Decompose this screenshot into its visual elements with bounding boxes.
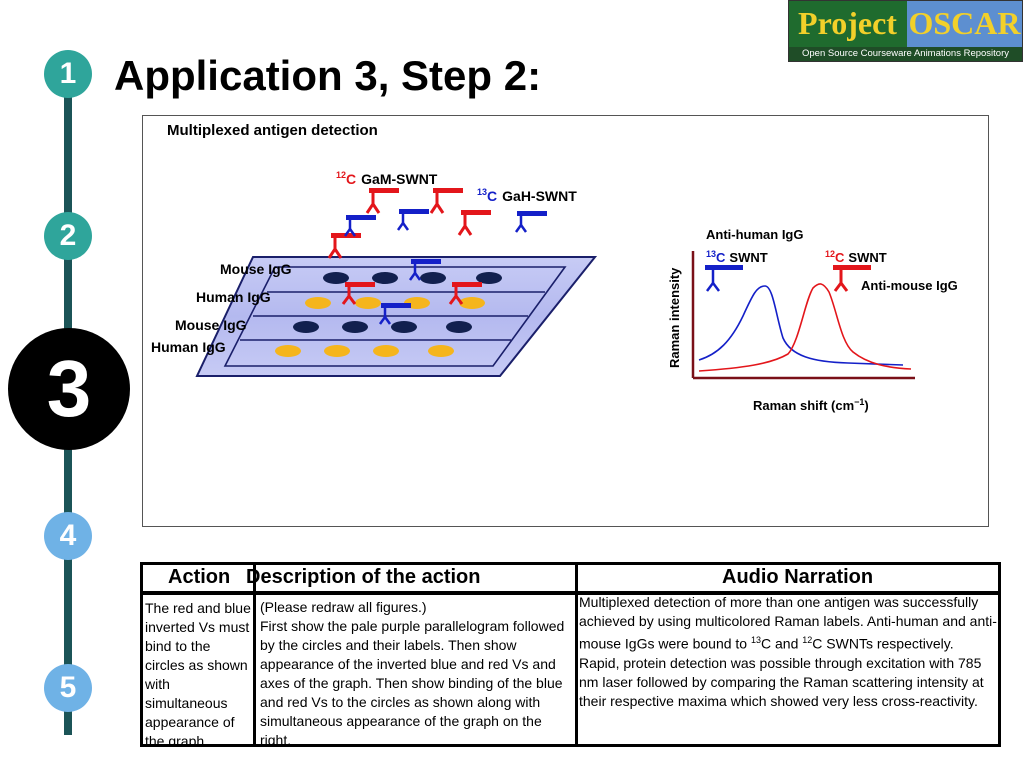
blue-antibody-icon[interactable] xyxy=(514,211,547,233)
row-label-mouse-igg: Mouse IgG xyxy=(175,317,247,333)
mouse-igg-dot xyxy=(342,321,368,333)
human-igg-dot xyxy=(459,297,485,309)
red-raman-curve xyxy=(698,283,912,372)
legend-blue-antibody-icon xyxy=(705,265,743,292)
mouse-igg-dot xyxy=(391,321,417,333)
human-igg-dot xyxy=(305,297,331,309)
blue-antibody-icon[interactable] xyxy=(343,215,376,237)
action-text: The red and blue inverted Vs must bind t… xyxy=(145,600,251,745)
red-antibody-icon[interactable] xyxy=(327,233,361,259)
mouse-igg-dot xyxy=(323,272,349,284)
row-label-human-igg: Human IgG xyxy=(196,289,271,305)
human-igg-dot xyxy=(373,345,399,357)
label-anti-human-igg: Anti-human IgG xyxy=(706,227,804,242)
human-igg-dot xyxy=(355,297,381,309)
mouse-igg-row-1 xyxy=(323,272,502,284)
bound-blue-antibody-icon xyxy=(378,303,411,325)
audio-narration-text: Multiplexed detection of more than one a… xyxy=(579,594,997,709)
human-igg-dot xyxy=(275,345,301,357)
diagram-frame: Multiplexed antigen detection xyxy=(142,115,989,527)
label-anti-mouse-igg: Anti-mouse IgG xyxy=(861,278,958,293)
step-5-marker[interactable]: 5 xyxy=(44,664,92,712)
header-description: Description of the action xyxy=(246,566,481,588)
blue-raman-curve xyxy=(698,285,904,366)
page-title: Application 3, Step 2: xyxy=(114,52,542,99)
description-text: First show the pale purple parallelogram… xyxy=(260,618,565,746)
graph-y-label: Raman intensity xyxy=(667,267,682,368)
bound-red-antibody-icon xyxy=(448,282,482,305)
bound-blue-antibody-icon xyxy=(408,259,441,281)
raman-graph: Raman intensity Raman shift (cm−1) Anti-… xyxy=(667,227,958,413)
project-oscar-logo: Project OSCAR Open Source Courseware Ani… xyxy=(788,0,1023,62)
logo-word-project: Project xyxy=(798,5,897,41)
red-antibody-icon[interactable] xyxy=(457,210,491,236)
step-2-marker[interactable]: 2 xyxy=(44,212,92,260)
human-igg-dot xyxy=(324,345,350,357)
header-audio-narration: Audio Narration xyxy=(722,566,874,588)
step-1-marker[interactable]: 1 xyxy=(44,50,92,98)
human-igg-row-2 xyxy=(275,345,454,357)
red-antibody-icon[interactable] xyxy=(429,188,463,214)
mouse-igg-row-2 xyxy=(293,321,472,333)
audio-narration-cell xyxy=(575,592,1001,747)
graph-x-label: Raman shift (cm−1) xyxy=(753,397,869,413)
legend-red-antibody-icon xyxy=(833,265,871,292)
mouse-igg-dot xyxy=(476,272,502,284)
mouse-igg-dot xyxy=(372,272,398,284)
logo-subtitle: Open Source Courseware Animations Reposi… xyxy=(789,47,1022,61)
mouse-igg-dot xyxy=(420,272,446,284)
row-label-mouse-igg: Mouse IgG xyxy=(220,261,292,277)
description-redraw-note: (Please redraw all figures.) xyxy=(260,599,427,615)
description-text-block: (Please redraw all figures.) First show … xyxy=(260,598,576,746)
mouse-igg-dot xyxy=(446,321,472,333)
header-action: Action xyxy=(168,566,231,588)
plate-inner-border xyxy=(223,266,567,367)
header-divider xyxy=(253,562,256,597)
logo-word-oscar: OSCAR xyxy=(907,1,1022,47)
step-3-marker-active[interactable]: 3 xyxy=(8,328,130,450)
bound-red-antibody-icon xyxy=(341,282,375,305)
row-label-human-igg: Human IgG xyxy=(151,339,226,355)
blue-antibody-icon[interactable] xyxy=(396,209,429,231)
diagram-heading: Multiplexed antigen detection xyxy=(167,122,378,139)
red-antibody-icon[interactable] xyxy=(365,188,399,214)
mouse-igg-dot xyxy=(293,321,319,333)
diagram-canvas: Multiplexed antigen detection xyxy=(151,122,958,413)
human-igg-dot xyxy=(428,345,454,357)
step-4-marker[interactable]: 4 xyxy=(44,512,92,560)
